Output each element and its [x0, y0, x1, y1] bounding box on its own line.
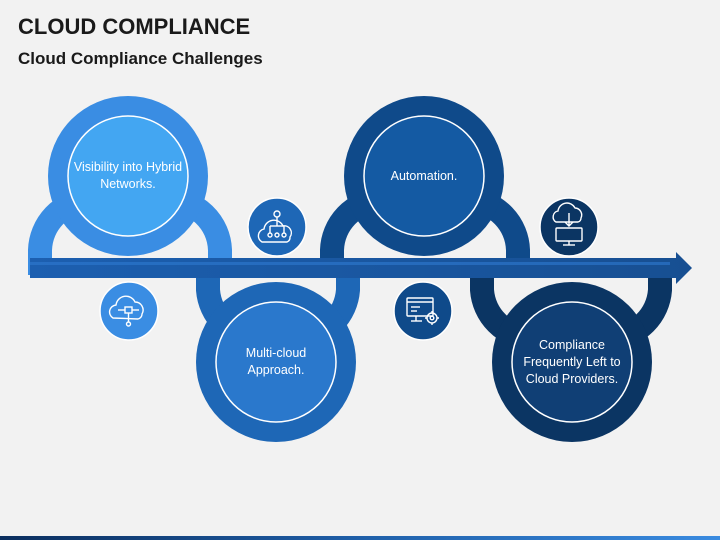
- stage-2-circle: [196, 282, 356, 442]
- stage-1-label: Visibility into Hybrid Networks.: [73, 160, 183, 191]
- cloud-network-icon: [99, 281, 159, 341]
- cloud-hierarchy-icon: [247, 197, 307, 257]
- stage-1-circle: [48, 96, 208, 256]
- page-subtitle: Cloud Compliance Challenges: [18, 49, 263, 68]
- page-title: CLOUD COMPLIANCE: [18, 14, 251, 39]
- timeline-arrow: [30, 252, 692, 284]
- stage-4-label: Compliance Frequently Left to Cloud Prov…: [523, 337, 621, 386]
- footer-bar: [0, 536, 720, 540]
- stage-4-circle: [492, 282, 652, 442]
- stage-3-label: Automation.: [390, 168, 458, 183]
- stage-3-circle: [344, 96, 504, 256]
- monitor-gear-icon: [393, 281, 453, 341]
- stage-2-label: Multi-cloud Approach.: [245, 346, 307, 377]
- cloud-download-monitor-icon: [539, 197, 599, 257]
